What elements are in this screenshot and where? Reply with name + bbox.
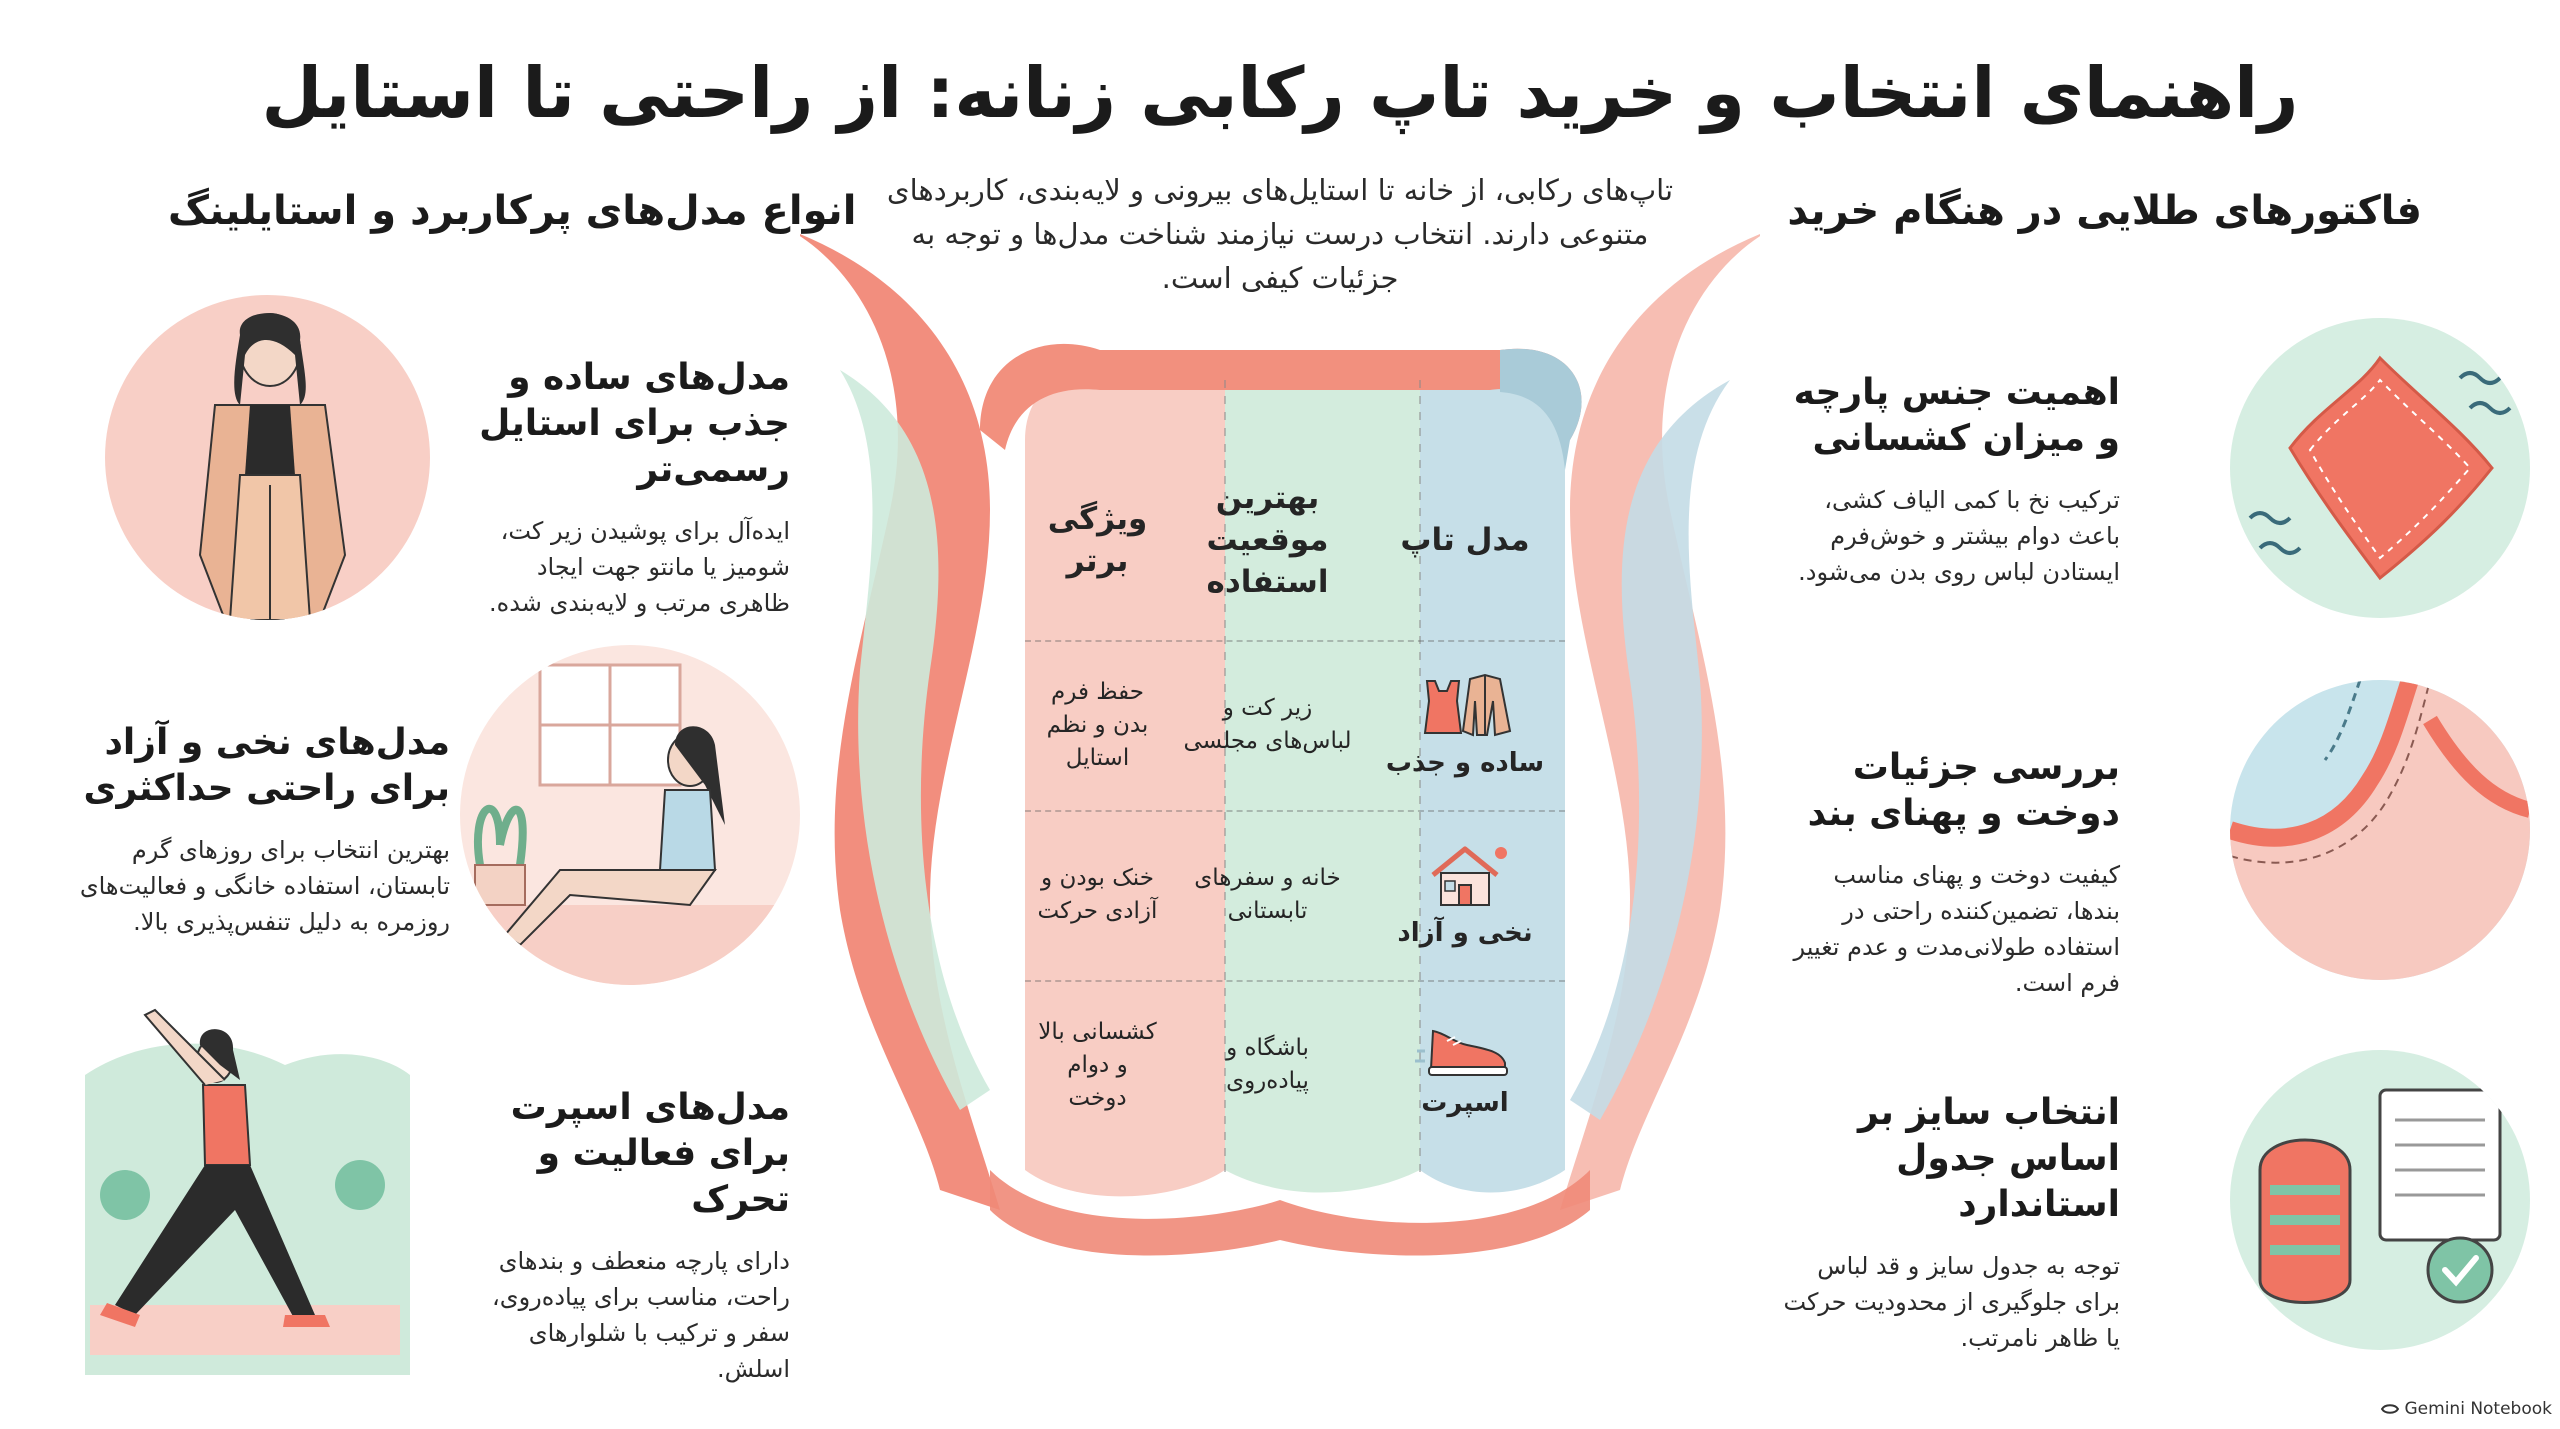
brand-logo-icon <box>2380 1404 2399 1414</box>
left-section-heading: انواع مدل‌های پرکاربرد و استایلینگ <box>168 188 857 234</box>
table-header-model: مدل تاپ <box>1400 522 1530 558</box>
right-item-fabric-text: ترکیب نخ با کمی الیاف کشی، باعث دوام بیش… <box>1798 486 2120 586</box>
scroll-fabric-illustration <box>800 234 1760 1256</box>
table-row-3-model-label: اسپرت <box>1421 1087 1509 1118</box>
left-item-sport-title: مدل‌های اسپرت برای فعالیت و تحرک <box>510 1087 790 1220</box>
right-item-size-title: انتخاب سایز بر اساس جدول استاندارد <box>1857 1092 2120 1225</box>
table-row-3-model: اسپرت <box>1365 980 1565 1150</box>
left-item-formal-title: مدل‌های ساده و جذب برای استایل رسمی‌تر <box>479 357 790 490</box>
right-section-heading: فاکتورهای طلایی در هنگام خرید <box>1787 188 2422 234</box>
right-item-stitching: بررسی جزئیات دوخت و پهنای بند کیفیت دوخت… <box>1780 745 2120 1001</box>
brand-name: Gemini Notebook <box>2404 1399 2553 1419</box>
sneaker-icon <box>1415 1029 1508 1076</box>
table-divider <box>1025 640 1565 642</box>
table-row-2-use: خانه و سفرهای تابستانی <box>1194 865 1341 924</box>
table-row-1-feature: حفظ فرم بدن و نظم استایل <box>1046 678 1149 771</box>
left-item-cotton: مدل‌های نخی و آزاد برای راحتی حداکثری به… <box>60 720 450 940</box>
left-item-sport-text: دارای پارچه منعطف و بندهای راحت، مناسب ب… <box>492 1247 790 1383</box>
right-item-stitching-text: کیفیت دوخت و پهنای مناسب بندها، تضمین‌کن… <box>1793 861 2120 997</box>
house-icon <box>1431 846 1507 906</box>
left-item-sport: مدل‌های اسپرت برای فعالیت و تحرک دارای پ… <box>470 1085 790 1387</box>
stitching-detail-icon <box>2230 680 2530 980</box>
comparison-table: مدل تاپ بهترین موقعیت استفاده ویژگی برتر… <box>1025 440 1565 1170</box>
tank-and-blazer-icon <box>1423 673 1512 736</box>
right-item-size-text: توجه به جدول سایز و قد لباس برای جلوگیری… <box>1783 1252 2120 1352</box>
left-item-formal: مدل‌های ساده و جذب برای استایل رسمی‌تر ا… <box>470 355 790 621</box>
table-divider <box>1025 980 1565 982</box>
intro-text: تاپ‌های رکابی، از خانه تا استایل‌های بیر… <box>886 173 1674 295</box>
brand-footer: Gemini Notebook <box>2380 1399 2553 1419</box>
table-divider <box>1025 810 1565 812</box>
yoga-stretch-illustration <box>85 995 410 1375</box>
central-scroll: مدل تاپ بهترین موقعیت استفاده ویژگی برتر… <box>800 210 1760 1270</box>
table-row-2-feature: خنک بودن و آزادی حرکت <box>1037 865 1158 924</box>
table-row-3-feature: کشسانی بالا و دوام دوخت <box>1038 1018 1157 1111</box>
table-row-1-use: زیر کت و لباس‌های مجلسی <box>1183 695 1352 754</box>
page-title: راهنمای انتخاب و خرید تاپ رکابی زنانه: ا… <box>261 52 2300 134</box>
relaxing-home-illustration <box>460 645 800 985</box>
table-row-3-use: باشگاه و پیاده‌روی <box>1226 1035 1309 1094</box>
left-item-cotton-text: بهترین انتخاب برای روزهای گرم تابستان، ا… <box>79 836 450 936</box>
table-row-1-model-label: ساده و جذب <box>1385 747 1545 778</box>
measuring-tape-icon <box>2230 1050 2530 1350</box>
right-item-fabric: اهمیت جنس پارچه و میزان کشسانی ترکیب نخ … <box>1780 370 2120 590</box>
table-header-feature: ویژگی برتر <box>1047 501 1148 579</box>
right-item-stitching-title: بررسی جزئیات دوخت و پهنای بند <box>1807 747 2120 834</box>
right-item-size: انتخاب سایز بر اساس جدول استاندارد توجه … <box>1780 1090 2120 1356</box>
table-row-2-model: نخی و آزاد <box>1365 810 1565 980</box>
table-row-1-model: ساده و جذب <box>1365 640 1565 810</box>
fabric-swatch-icon <box>2230 318 2530 618</box>
left-item-cotton-title: مدل‌های نخی و آزاد برای راحتی حداکثری <box>83 722 450 809</box>
left-item-formal-text: ایده‌آل برای پوشیدن زیر کت، شومیز یا مان… <box>489 517 790 617</box>
right-item-fabric-title: اهمیت جنس پارچه و میزان کشسانی <box>1793 372 2120 459</box>
table-header-use: بهترین موقعیت استفاده <box>1206 480 1329 600</box>
formal-outfit-illustration <box>105 295 430 620</box>
table-row-2-model-label: نخی و آزاد <box>1397 917 1533 948</box>
